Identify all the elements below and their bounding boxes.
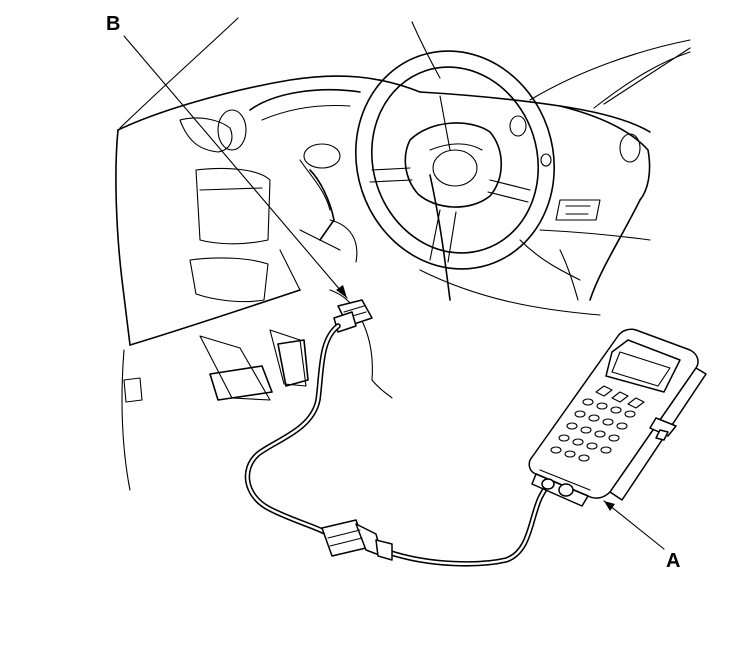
inline-connector: [321, 519, 393, 561]
leader-line-a: [603, 500, 665, 550]
leader-line-b: [123, 35, 348, 299]
keypad: [550, 398, 636, 462]
dashboard-body: [115, 75, 651, 491]
callout-label-a: A: [666, 550, 681, 572]
data-link-connector: [333, 299, 373, 333]
scan-tool-cable: [244, 323, 559, 567]
callout-label-b: B: [106, 13, 121, 35]
scan-tool: [528, 328, 707, 507]
steering-wheel: [354, 50, 556, 270]
windshield-outline: [119, 17, 691, 129]
pedals: [199, 289, 393, 401]
